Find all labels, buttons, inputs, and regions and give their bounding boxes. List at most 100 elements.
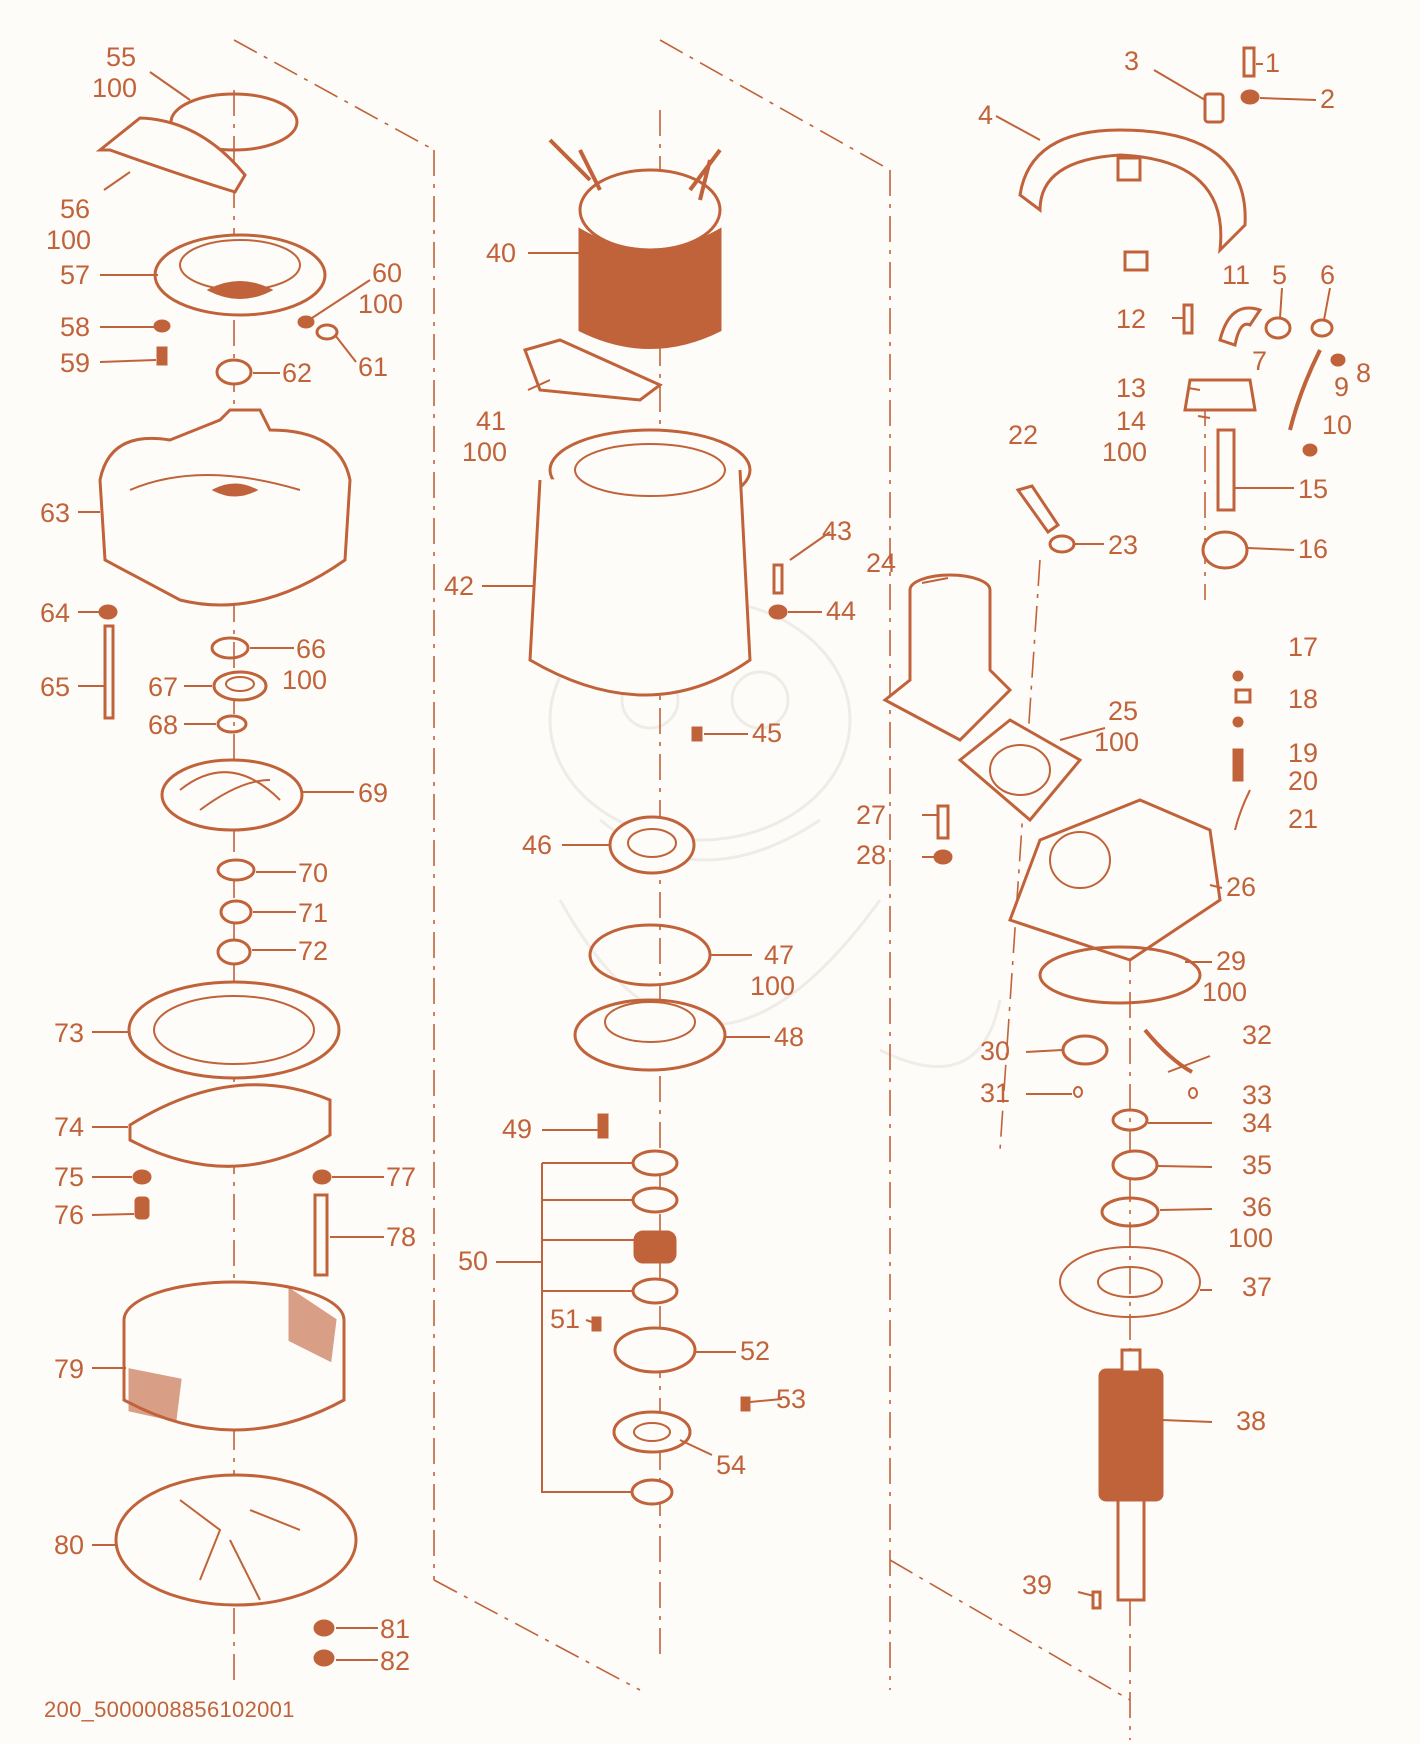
part-59-screw xyxy=(156,346,168,366)
part-65-bolt xyxy=(103,624,115,720)
callout-82: 82 xyxy=(380,1646,411,1676)
part-30-cap xyxy=(1061,1034,1109,1066)
part-76-bolt xyxy=(134,1196,150,1220)
callout-22: 22 xyxy=(1008,420,1039,450)
part-6-terminal xyxy=(1310,318,1334,338)
callout-3: 3 xyxy=(1124,46,1140,76)
part-4-handle xyxy=(1018,128,1247,272)
part-25-gasket xyxy=(957,718,1083,823)
callout-6: 6 xyxy=(1320,260,1336,290)
part-1-screw xyxy=(1242,46,1256,78)
part-47-o-ring xyxy=(588,923,712,987)
part-60-plug xyxy=(297,315,315,329)
part-66-o-ring xyxy=(210,636,250,660)
callout-73: 73 xyxy=(54,1018,85,1048)
callout-20: 20 xyxy=(1288,766,1319,796)
callout-18: 18 xyxy=(1288,684,1319,714)
part-52-seal-housing xyxy=(613,1326,697,1374)
part-57-housing xyxy=(153,233,327,317)
callout-79: 79 xyxy=(54,1354,85,1384)
callout-68: 68 xyxy=(148,710,179,740)
callout-19: 19 xyxy=(1288,738,1319,768)
callout-1: 1 xyxy=(1265,48,1281,78)
callout-72: 72 xyxy=(298,936,329,966)
part-61-plug xyxy=(315,323,339,341)
callout-52: 52 xyxy=(740,1336,771,1366)
part-75-washer xyxy=(132,1169,152,1185)
callout-71: 71 xyxy=(298,898,329,928)
part-16-grommet xyxy=(1201,530,1249,570)
callout-13: 13 xyxy=(1116,373,1147,403)
callout-70: 70 xyxy=(298,858,329,888)
callout-80: 80 xyxy=(54,1530,85,1560)
part-35-seal xyxy=(1111,1149,1159,1181)
callout-9: 9 xyxy=(1334,372,1350,402)
callout-54: 54 xyxy=(716,1450,747,1480)
callout-67: 67 xyxy=(148,672,179,702)
part-19-terminal xyxy=(1232,716,1244,728)
callout-48: 48 xyxy=(774,1022,805,1052)
callout-5: 5 xyxy=(1272,260,1288,290)
part-78-stud xyxy=(313,1193,329,1277)
part-29-gasket xyxy=(1038,945,1202,1005)
part-68-ring xyxy=(216,714,248,734)
callout-33: 33 xyxy=(1242,1080,1273,1110)
callout-78: 78 xyxy=(386,1222,417,1252)
part-26-casing xyxy=(1008,798,1222,962)
part-13-cable-gland xyxy=(1183,378,1257,412)
callout-26: 26 xyxy=(1226,872,1257,902)
callout-65: 65 xyxy=(40,672,71,702)
callout-46: 46 xyxy=(522,830,553,860)
callout-31: 31 xyxy=(980,1078,1011,1108)
callout-23: 23 xyxy=(1108,530,1139,560)
callout-39: 39 xyxy=(1022,1570,1053,1600)
callout-61: 61 xyxy=(358,352,389,382)
callout-27: 27 xyxy=(856,800,887,830)
callout-57: 57 xyxy=(60,260,91,290)
callout-21: 21 xyxy=(1288,804,1319,834)
part-38-rotor-shaft xyxy=(1098,1348,1164,1602)
callout-28: 28 xyxy=(856,840,887,870)
part-73-ring-flange xyxy=(127,980,341,1080)
callout-76: 76 xyxy=(54,1200,85,1230)
part-44-washer xyxy=(768,604,788,620)
part-46-bearing xyxy=(608,815,696,875)
callout-51: 51 xyxy=(550,1304,581,1334)
part-79-strainer xyxy=(122,1280,346,1432)
part-27-bolt xyxy=(936,804,950,840)
callout-40: 40 xyxy=(486,238,517,268)
part-40-stator xyxy=(548,138,722,349)
part-18-clip xyxy=(1234,688,1252,704)
callout-12: 12 xyxy=(1116,304,1147,334)
part-15-cable xyxy=(1216,428,1236,512)
part-12-screw xyxy=(1182,303,1194,335)
part-53-screw xyxy=(740,1396,751,1412)
callout-32: 32 xyxy=(1242,1020,1273,1050)
callout-74: 74 xyxy=(54,1112,85,1142)
part-39-key xyxy=(1091,1590,1102,1610)
callout-34: 34 xyxy=(1242,1108,1273,1138)
part-33-ring xyxy=(1188,1087,1198,1099)
part-77-washer xyxy=(312,1169,332,1185)
drawing-code: 200_5000008856102001 xyxy=(44,1697,295,1722)
callout-7: 7 xyxy=(1252,346,1268,376)
part-28-washer xyxy=(933,849,953,865)
part-72-nut xyxy=(216,938,252,966)
part-17-terminal xyxy=(1232,670,1244,682)
part-56-gasket xyxy=(95,116,247,194)
part-49-screw xyxy=(597,1113,609,1139)
callout-42: 42 xyxy=(444,571,475,601)
part-37-shim xyxy=(1059,1246,1201,1318)
part-64-washer xyxy=(98,604,118,620)
callout-62: 62 xyxy=(282,358,313,388)
leader-lines xyxy=(78,63,1331,1661)
part-62-bushing xyxy=(215,358,253,386)
part-20-sleeve xyxy=(1232,748,1244,782)
part-45-pin xyxy=(691,726,703,742)
